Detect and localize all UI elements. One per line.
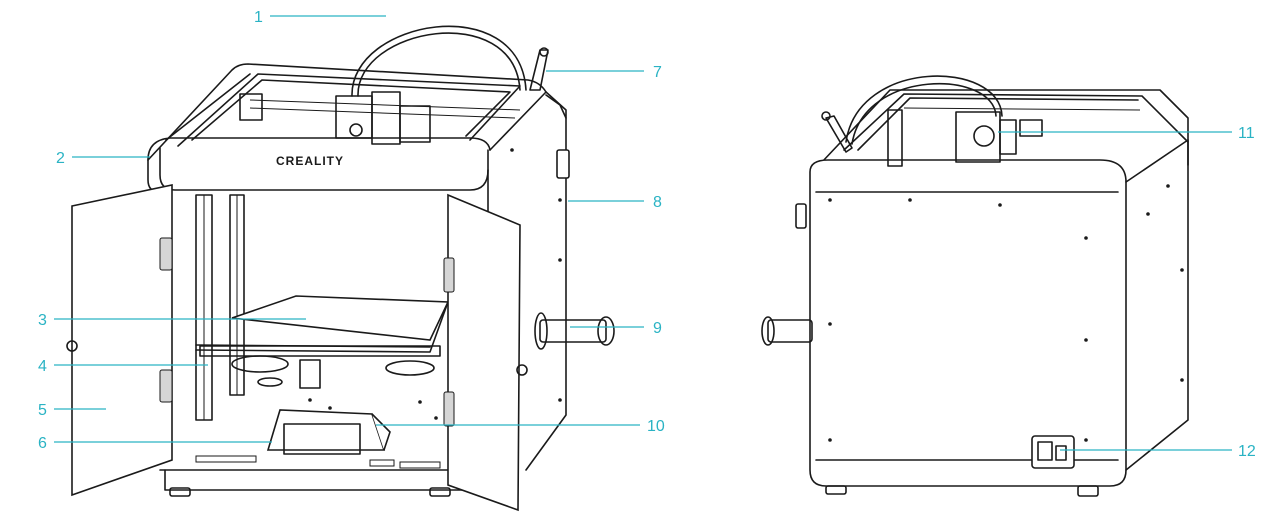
callout-3: 3 [38, 312, 306, 329]
callout-4: 4 [38, 358, 208, 375]
back-view-printer [761, 75, 1189, 497]
front-view-printer: CREALITY [66, 25, 615, 512]
callout-7-label: 7 [653, 64, 662, 81]
callout-2: 2 [56, 150, 150, 167]
callout-6: 6 [38, 435, 272, 452]
callout-11: 11 [998, 125, 1255, 142]
callout-7: 7 [546, 64, 662, 81]
callout-12: 12 [1060, 443, 1256, 460]
callout-8-label: 8 [653, 194, 662, 211]
callout-9-label: 9 [653, 320, 662, 337]
callout-4-label: 4 [38, 358, 47, 375]
callout-1: 1 [254, 9, 386, 26]
callout-12-label: 12 [1238, 443, 1256, 460]
callout-2-label: 2 [56, 150, 65, 167]
callout-5: 5 [38, 402, 106, 419]
callouts: 1 2 3 4 5 6 7 8 [38, 9, 1256, 460]
callout-3-label: 3 [38, 312, 47, 329]
callout-10-label: 10 [647, 418, 665, 435]
callout-9: 9 [570, 320, 662, 337]
callout-5-label: 5 [38, 402, 47, 419]
callout-11-label: 11 [1238, 125, 1255, 142]
callout-6-label: 6 [38, 435, 47, 452]
callout-10: 10 [376, 418, 665, 435]
callout-1-label: 1 [254, 9, 263, 26]
callout-8: 8 [568, 194, 662, 211]
brand-logo: CREALITY [276, 154, 344, 168]
